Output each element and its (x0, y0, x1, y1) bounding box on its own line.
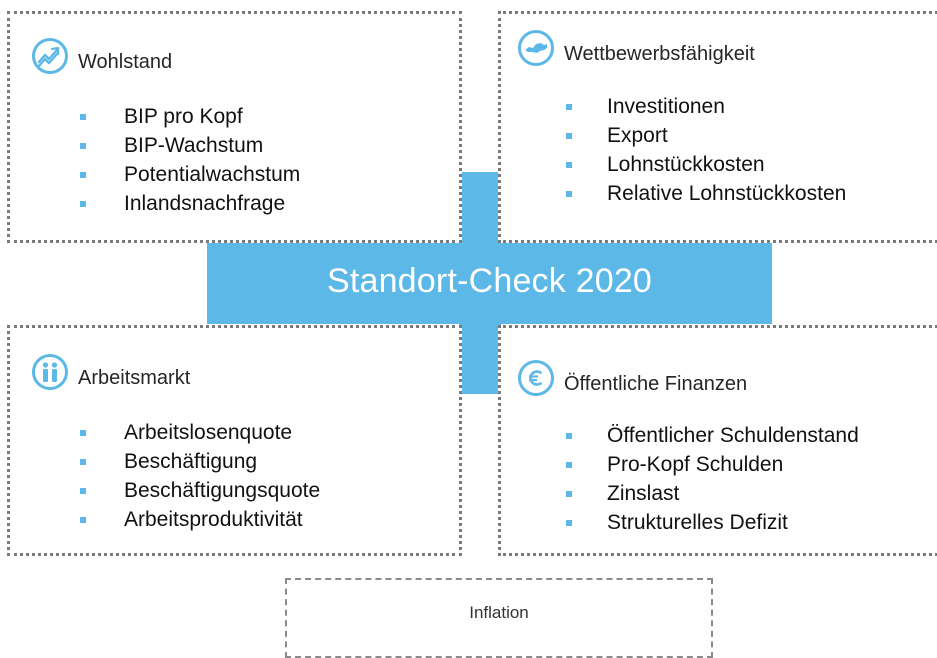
bullet (80, 113, 86, 120)
list-item: Pro-Kopf Schulden (566, 450, 859, 479)
bullet (566, 190, 572, 197)
list-item-label: Zinslast (607, 482, 680, 505)
list-item: Export (566, 121, 846, 150)
list-item-label: Öffentlicher Schuldenstand (607, 424, 859, 447)
bullet (566, 432, 572, 439)
list-item-label: Beschäftigung (124, 450, 258, 473)
quadrant-wettbewerbsfaehigkeit: Wettbewerbsfähigkeit Investitionen Expor… (498, 11, 937, 243)
center-title: Standort-Check 2020 (326, 262, 653, 300)
bullet (80, 429, 86, 436)
list-item-label: BIP pro Kopf (124, 105, 243, 128)
list-item-label: Beschäftigungsquote (124, 479, 321, 502)
indicator-list: Investitionen Export Lohnstückkosten Rel… (566, 92, 846, 208)
bullet (80, 487, 86, 494)
indicator-list: BIP pro Kopf BIP-Wachstum Potentialwachs… (80, 102, 300, 218)
inflation-box: Inflation (285, 578, 713, 658)
list-item-label: Arbeitslosenquote (124, 421, 293, 444)
quadrant-title: Öffentliche Finanzen (564, 372, 748, 395)
quadrant-header: Arbeitsmarkt (32, 354, 190, 390)
trend-up-icon (32, 38, 68, 74)
list-item: Relative Lohnstückkosten (566, 179, 846, 208)
indicator-list: Arbeitslosenquote Beschäftigung Beschäft… (80, 418, 320, 534)
list-item-label: Export (607, 124, 668, 147)
list-item: Investitionen (566, 92, 846, 121)
bullet (80, 200, 86, 207)
list-item-label: Pro-Kopf Schulden (607, 453, 784, 476)
cross-horizontal-bar: Standort-Check 2020 (207, 239, 772, 324)
list-item-label: Strukturelles Defizit (607, 511, 788, 534)
bullet (80, 171, 86, 178)
austria-map-icon (518, 30, 554, 66)
bullet (80, 458, 86, 465)
list-item: Beschäftigungsquote (80, 476, 320, 505)
indicator-list: Öffentlicher Schuldenstand Pro-Kopf Schu… (566, 421, 859, 537)
euro-icon (518, 360, 554, 396)
quadrant-wohlstand: Wohlstand BIP pro Kopf BIP-Wachstum Pote… (7, 11, 462, 243)
quadrant-arbeitsmarkt: Arbeitsmarkt Arbeitslosenquote Beschäfti… (7, 325, 462, 556)
bullet (566, 490, 572, 497)
list-item: Arbeitslosenquote (80, 418, 320, 447)
list-item: Strukturelles Defizit (566, 508, 859, 537)
inflation-label: Inflation (469, 603, 529, 622)
list-item: Öffentlicher Schuldenstand (566, 421, 859, 450)
bullet (566, 132, 572, 139)
bullet (80, 516, 86, 523)
quadrant-header: Wohlstand (32, 38, 172, 74)
bullet (566, 103, 572, 110)
list-item: Lohnstückkosten (566, 150, 846, 179)
list-item-label: BIP-Wachstum (124, 134, 264, 157)
quadrant-oeffentliche-finanzen: Öffentliche Finanzen Öffentlicher Schuld… (498, 325, 937, 556)
list-item: Zinslast (566, 479, 859, 508)
list-item: Inlandsnachfrage (80, 189, 300, 218)
bullet (566, 161, 572, 168)
list-item-label: Arbeitsproduktivität (124, 508, 303, 531)
bullet (566, 519, 572, 526)
list-item-label: Investitionen (607, 95, 725, 118)
bullet (566, 461, 572, 468)
list-item-label: Relative Lohnstückkosten (607, 182, 847, 205)
people-icon (32, 354, 68, 390)
list-item-label: Inlandsnachfrage (124, 192, 286, 215)
list-item-label: Lohnstückkosten (607, 153, 765, 176)
quadrant-title: Arbeitsmarkt (78, 366, 191, 389)
list-item-label: Potentialwachstum (124, 163, 301, 186)
quadrant-header: Wettbewerbsfähigkeit (518, 30, 755, 66)
quadrant-title: Wohlstand (78, 50, 173, 73)
list-item: Potentialwachstum (80, 160, 300, 189)
list-item: Arbeitsproduktivität (80, 505, 320, 534)
list-item: BIP pro Kopf (80, 102, 300, 131)
list-item: BIP-Wachstum (80, 131, 300, 160)
quadrant-header: Öffentliche Finanzen (518, 360, 747, 396)
list-item: Beschäftigung (80, 447, 320, 476)
bullet (80, 142, 86, 149)
quadrant-title: Wettbewerbsfähigkeit (564, 42, 755, 65)
